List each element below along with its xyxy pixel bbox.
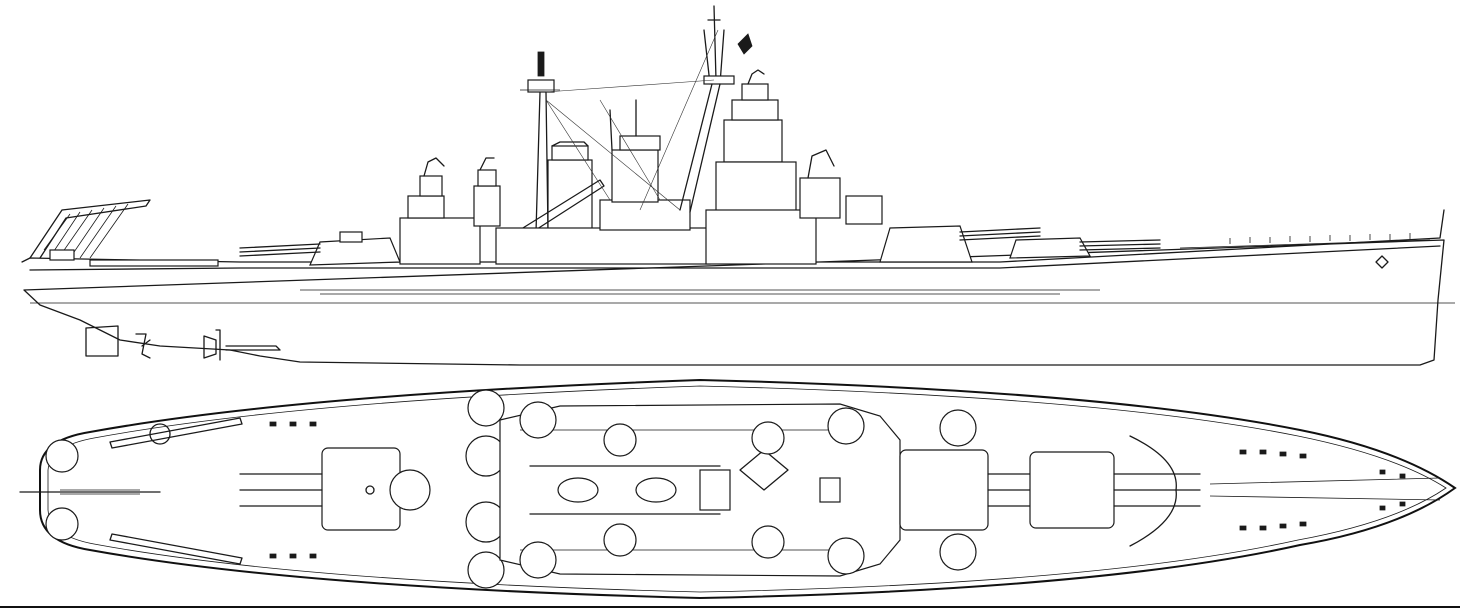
forward-superstructure [705, 69, 883, 265]
turret-1-profile [1009, 237, 1161, 259]
aft-funnel [509, 141, 605, 241]
turret-2-profile [879, 225, 1041, 263]
turret-2-plan [899, 449, 1041, 531]
stern-gun-mount-port [45, 439, 79, 473]
anchor-chains [1209, 477, 1441, 501]
turret-3-profile [239, 231, 401, 266]
rigging-lines [545, 29, 719, 211]
conning-tower-plan [739, 449, 789, 491]
breakwater-plan [1129, 435, 1177, 547]
midships-superstructure [495, 99, 711, 265]
turret-1-plan [1029, 451, 1201, 529]
catapult-port [109, 417, 243, 449]
plan-view [19, 378, 1457, 600]
side-profile-view [21, 5, 1455, 366]
deck-fittings [269, 421, 1406, 559]
secondary-battery-plan [519, 401, 977, 579]
turret-3-plan [239, 447, 401, 531]
stern-deck-structure [89, 259, 219, 267]
stern-gun-mount-stbd [45, 507, 79, 541]
funnel-plan [557, 477, 677, 503]
deck-edge [29, 245, 1441, 271]
rudders-and-propellers [85, 325, 281, 361]
aft-superstructure [399, 157, 501, 265]
stern-aircraft-crane [29, 199, 151, 261]
aft-secondary-mounts [389, 389, 507, 589]
catapult-starboard [109, 533, 243, 565]
deck-inner-line [47, 385, 1447, 593]
forecastle-fittings [1179, 233, 1431, 269]
deck-outline [39, 378, 1457, 600]
foremast [679, 5, 753, 213]
mainmast [520, 51, 560, 233]
